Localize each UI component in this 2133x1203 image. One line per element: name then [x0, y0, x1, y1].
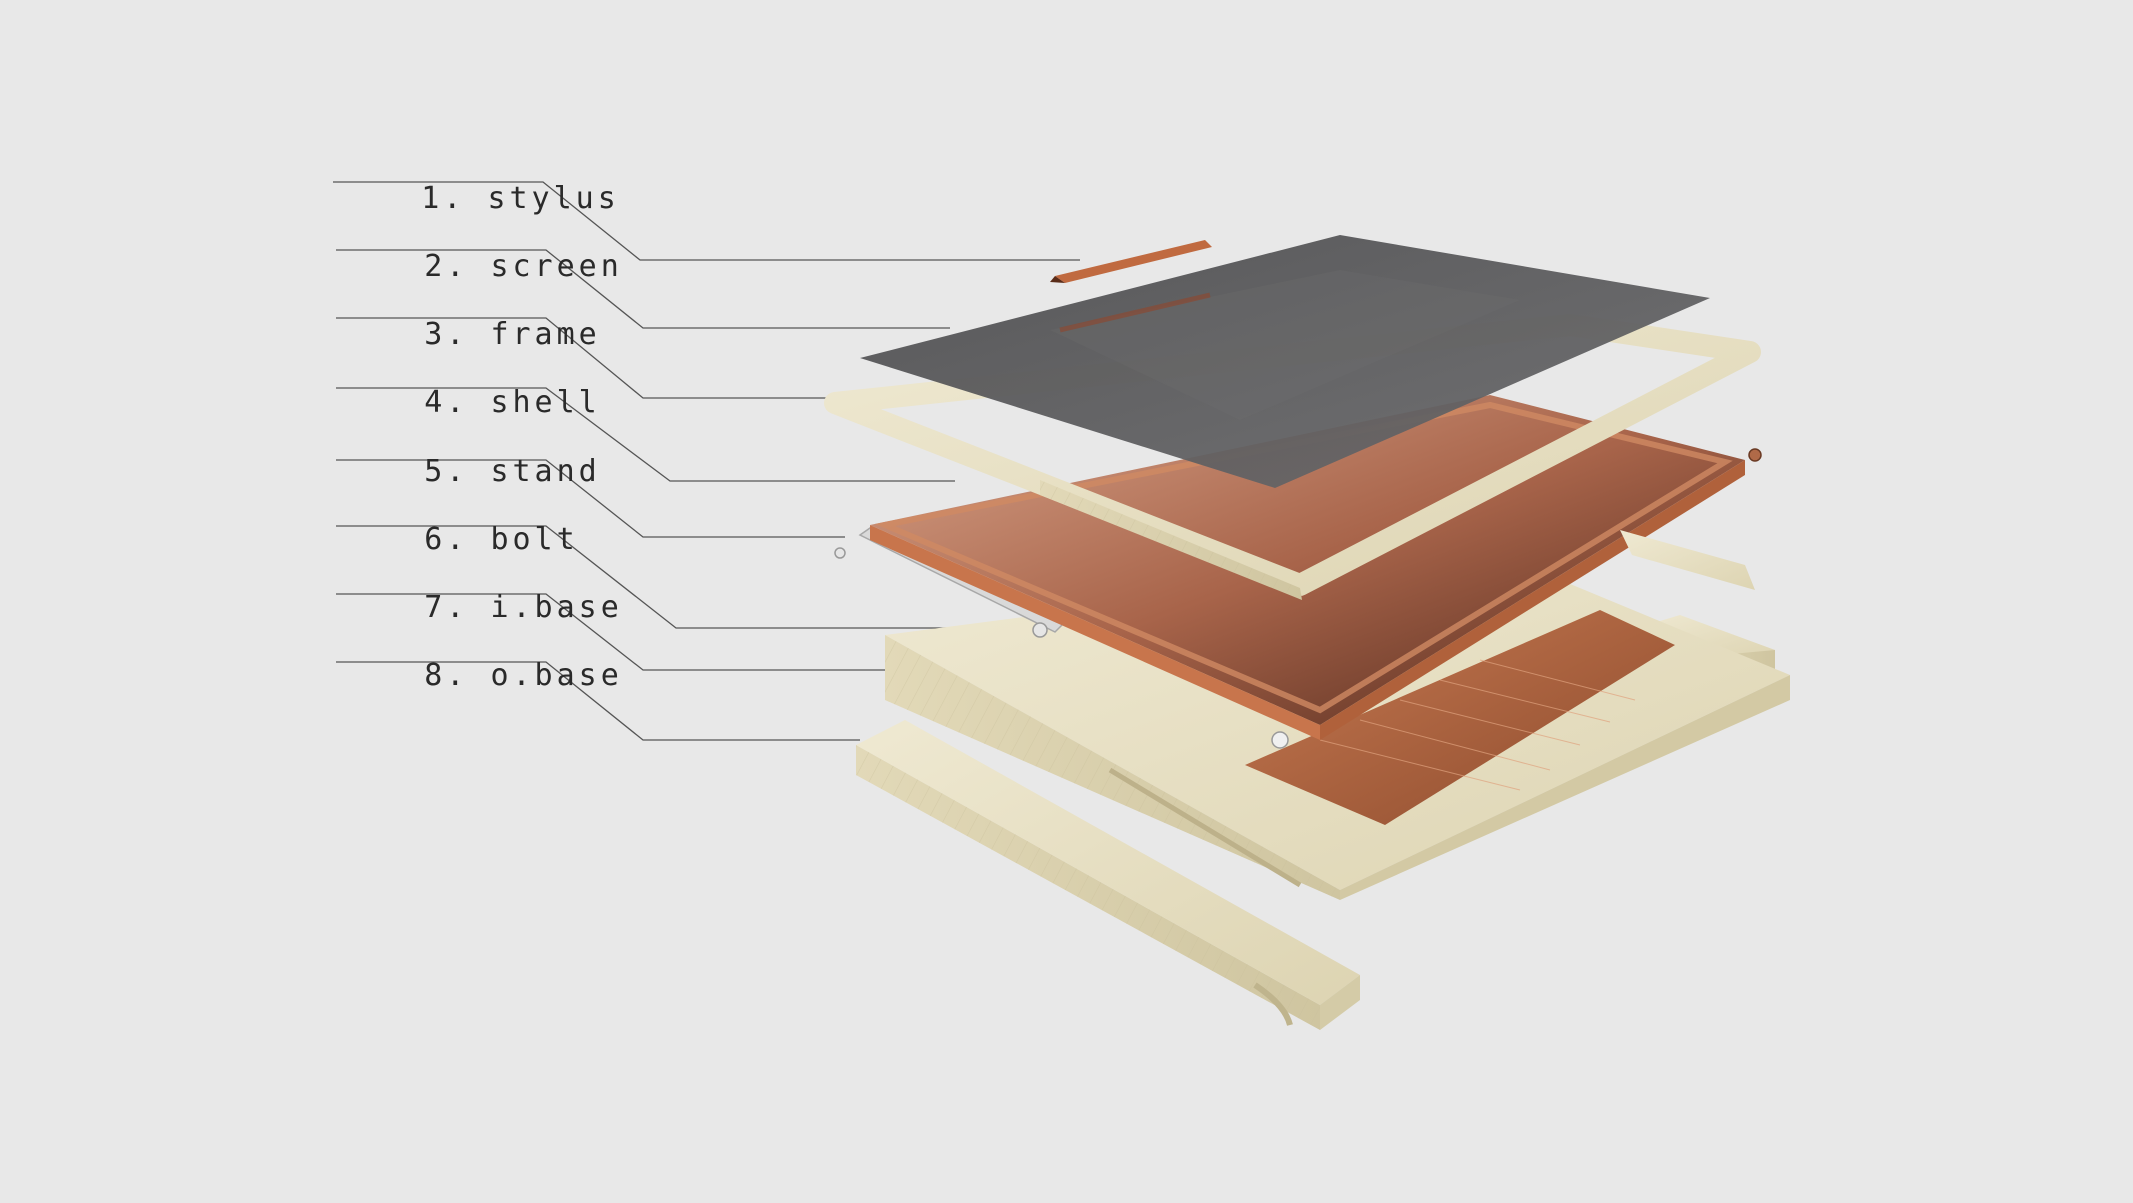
label-number: 1. [421, 181, 466, 216]
label-text: shell [490, 385, 601, 420]
leader-line-o-base [336, 661, 860, 741]
label-number: 7. [424, 590, 469, 625]
leader-line-frame [336, 317, 835, 399]
label-number: 6. [424, 522, 469, 557]
label-screen: 2. screen [336, 222, 623, 312]
bolt-1 [834, 547, 846, 559]
label-text: i.base [490, 590, 623, 625]
leader-line-screen [336, 249, 950, 329]
bolt-4 [1748, 448, 1762, 462]
pcb-board [1245, 610, 1675, 825]
label-bolt: 6. bolt [336, 495, 579, 585]
label-text: frame [490, 317, 601, 352]
stylus-part [1050, 240, 1212, 283]
label-number: 5. [424, 454, 469, 489]
bolt-2 [1032, 622, 1048, 638]
label-shell: 4. shell [336, 358, 601, 448]
label-o-base: 8. o.base [336, 631, 623, 721]
label-text: screen [490, 249, 623, 284]
label-stylus: 1. stylus [333, 154, 620, 244]
label-frame: 3. frame [336, 290, 601, 380]
label-stand: 5. stand [336, 427, 601, 517]
label-number: 8. [424, 658, 469, 693]
stand-legs [1620, 530, 1755, 590]
label-text: bolt [490, 522, 579, 557]
leader-line-stand [336, 459, 845, 538]
leader-lines [333, 181, 1080, 741]
label-text: o.base [490, 658, 623, 693]
label-text: stylus [487, 181, 620, 216]
leader-line-stylus [333, 181, 1080, 261]
leader-line-bolt [336, 525, 1040, 629]
label-text: stand [490, 454, 601, 489]
leader-line-i-base [336, 593, 888, 671]
screen-part [860, 235, 1710, 488]
label-number: 4. [424, 385, 469, 420]
label-number: 2. [424, 249, 469, 284]
label-number: 3. [424, 317, 469, 352]
o-base-part [856, 615, 1775, 1030]
label-i-base: 7. i.base [336, 563, 623, 653]
bolt-3 [1271, 731, 1289, 749]
leader-line-shell [336, 387, 955, 482]
